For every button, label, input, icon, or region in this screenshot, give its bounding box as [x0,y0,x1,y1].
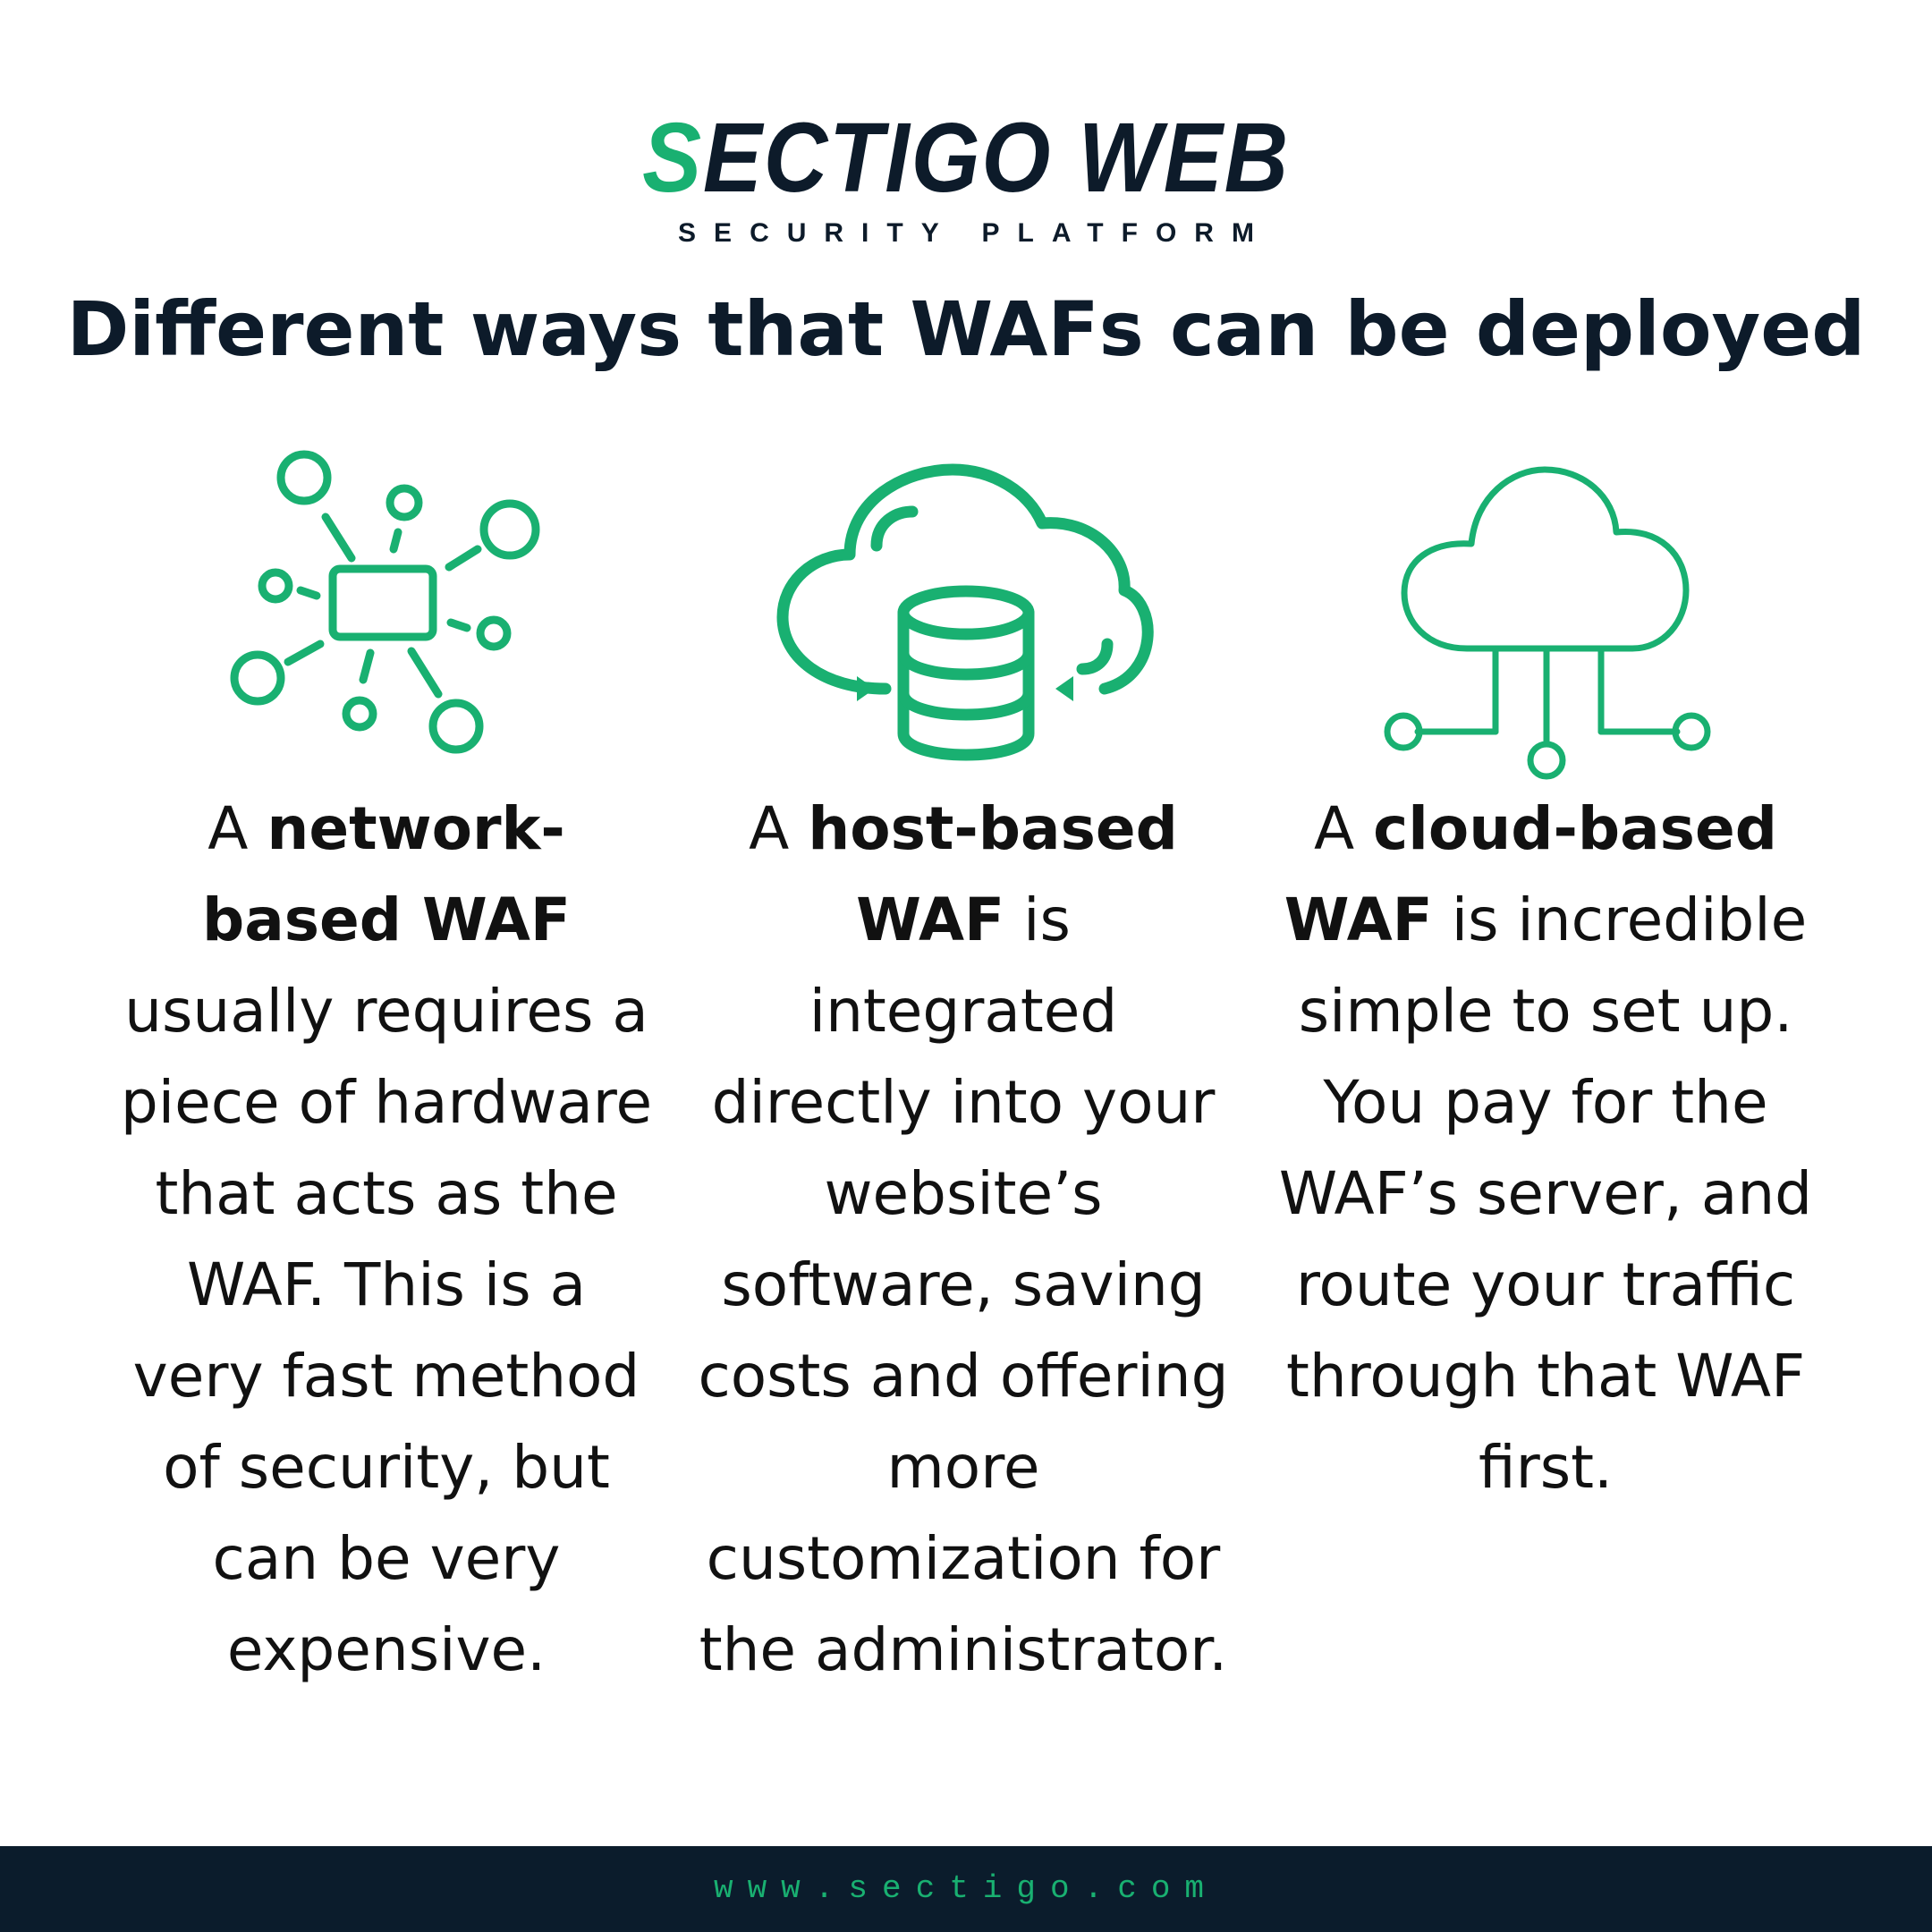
logo-accent-letter: S [642,103,703,213]
brand-logo: SECTIGO WEB SECURITY PLATFORM [0,109,1932,249]
footer-url[interactable]: www.sectigo.com [713,1870,1219,1907]
logo-subtitle: SECURITY PLATFORM [678,218,1272,248]
network-icon [224,447,546,769]
cloud-database-icon [769,456,1163,769]
logo-brand-name: ECTIGO WEB [702,103,1290,213]
network-based-waf-description: A network-based WAF usually requires a p… [120,794,653,1684]
cloud-based-waf-description: A cloud-based WAF is incredible simple t… [1278,794,1813,1502]
network-based-waf-term: network-based WAF [201,794,572,954]
host-based-waf-term: host-based WAF [808,794,1178,954]
page-title: Different ways that WAFs can be deployed [66,285,1866,373]
host-based-waf-description: A host-based WAF is integrated directly … [698,794,1229,1684]
cloud-network-icon [1382,461,1713,783]
footer-bar: www.sectigo.com [0,1846,1932,1932]
cloud-based-waf-term: cloud-based WAF [1284,794,1777,954]
logo-wordmark: SECTIGO WEB [97,109,1835,208]
